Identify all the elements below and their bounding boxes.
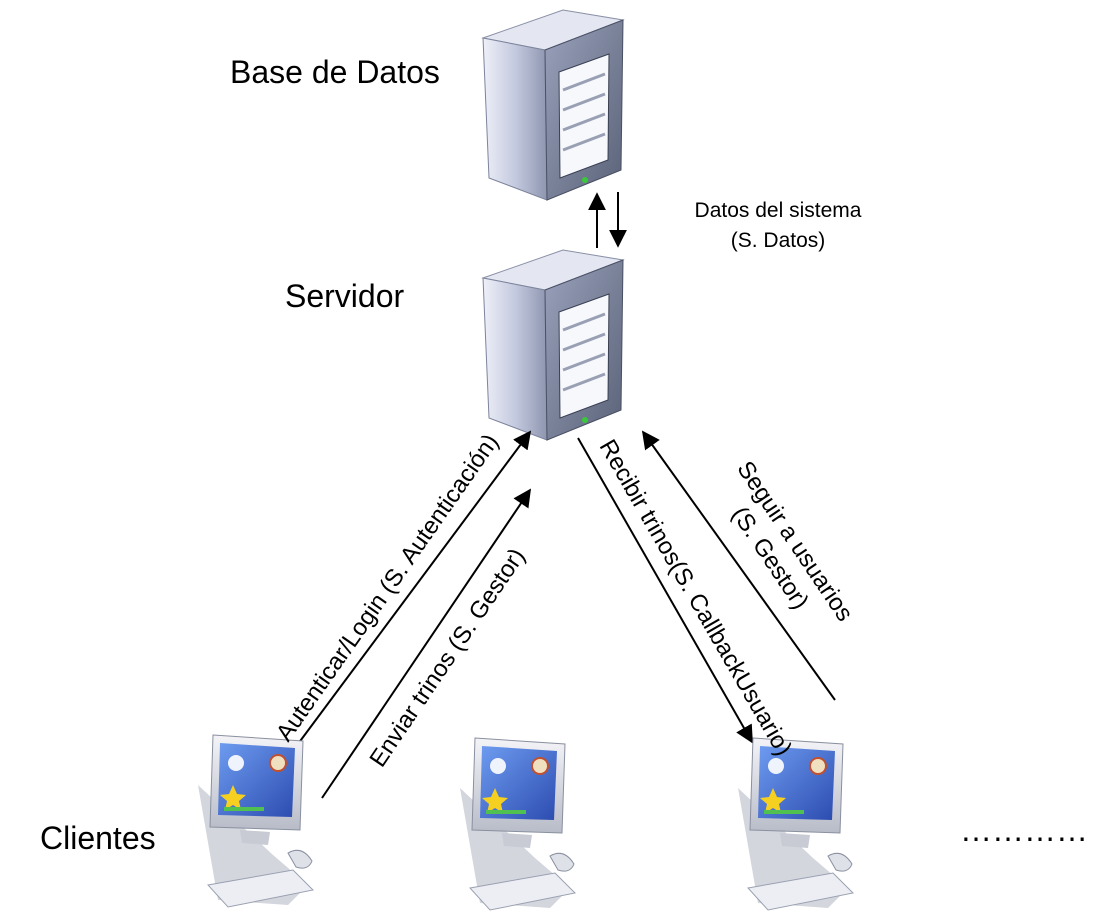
follow-arrow (641, 430, 836, 701)
auth-arrow (291, 430, 532, 753)
send-arrow (321, 488, 532, 799)
receive-arrow (577, 437, 753, 744)
server-icon (481, 248, 625, 442)
client-computer-icon (459, 737, 576, 911)
db-link-line1: Datos del sistema (694, 199, 862, 222)
client-server-arrows (291, 430, 836, 799)
client-computer-icon (197, 734, 314, 908)
db-link-label: Datos del sistema (S. Datos) (658, 196, 898, 256)
db-server-arrows (588, 192, 627, 248)
database-label: Base de Datos (230, 54, 440, 90)
clients-label: Clientes (40, 820, 156, 856)
more-clients-ellipsis: ………… (960, 812, 1088, 848)
server-label: Servidor (285, 278, 405, 314)
database-server-icon (481, 8, 625, 202)
db-link-line2: (S. Datos) (730, 229, 826, 252)
